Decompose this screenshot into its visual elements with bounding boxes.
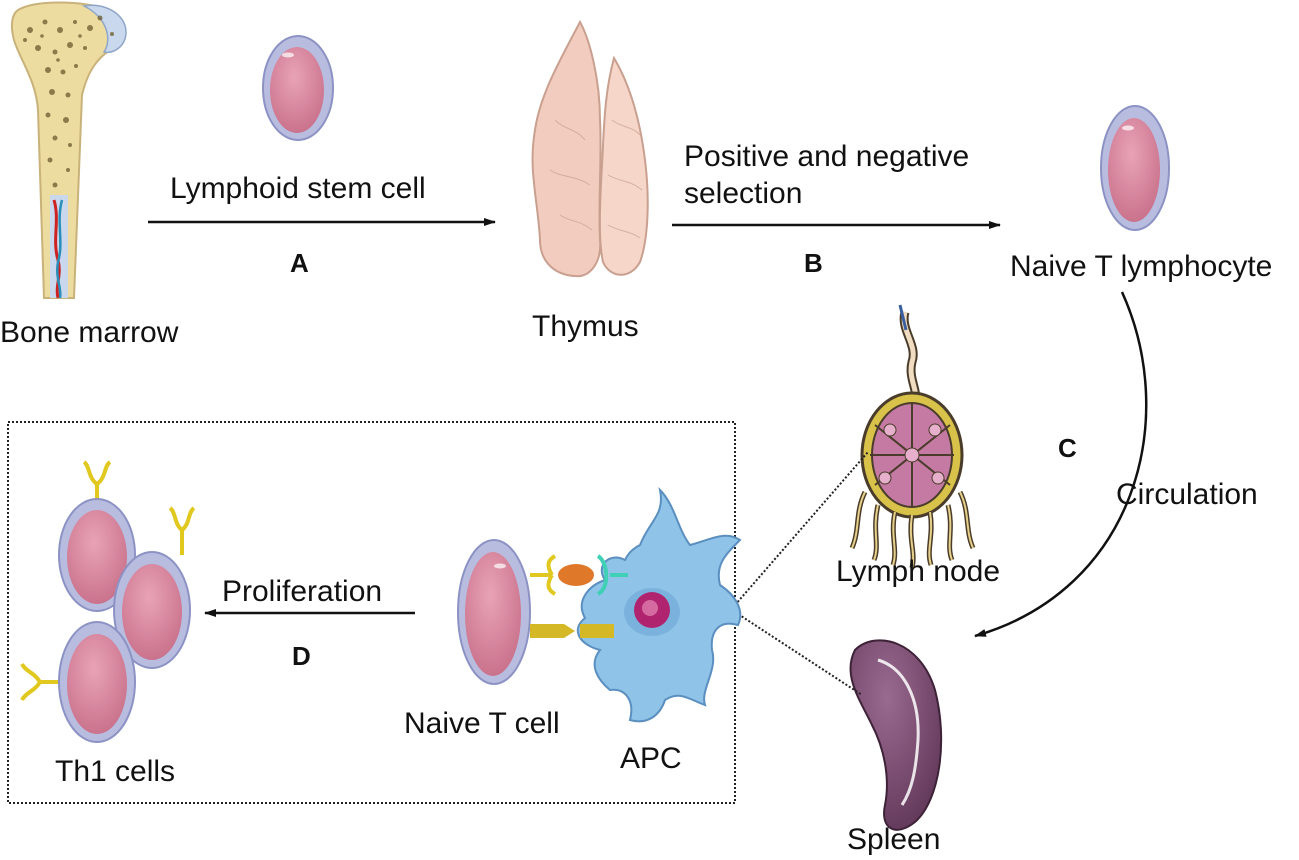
label-apc: APC — [620, 742, 682, 775]
label-lymph-node: Lymph node — [836, 555, 1001, 588]
apc-illustration — [576, 486, 742, 723]
label-circulation: Circulation — [1116, 478, 1258, 511]
label-lymphoid-stem-cell: Lymphoid stem cell — [170, 172, 426, 205]
label-spleen: Spleen — [847, 823, 941, 856]
thymus-illustration — [531, 19, 649, 278]
th1-cells-illustration — [20, 460, 196, 743]
tcr-mhc-complex — [530, 554, 628, 596]
label-thymus: Thymus — [532, 310, 639, 343]
spleen-illustration — [849, 639, 943, 831]
naive-t-cell-illustration — [457, 539, 531, 685]
connector-spleen — [734, 611, 863, 696]
label-selection-line1: Positive and negative — [684, 140, 970, 173]
label-proliferation: Proliferation — [222, 575, 383, 608]
label-selection-line2: selection — [684, 177, 803, 210]
label-bone-marrow: Bone marrow — [0, 316, 179, 349]
step-b: B — [804, 248, 823, 278]
step-a: A — [290, 248, 309, 278]
label-th1-cells: Th1 cells — [55, 755, 176, 788]
arrow-c-circulation — [974, 291, 1148, 638]
label-naive-t-cell: Naive T cell — [404, 707, 560, 740]
naive-t-lymphocyte-illustration — [1100, 105, 1170, 231]
costimulatory-pair — [530, 624, 614, 638]
step-c: C — [1058, 433, 1077, 463]
lymph-node-illustration — [849, 304, 976, 569]
label-naive-t-lymphocyte: Naive T lymphocyte — [1010, 250, 1273, 283]
step-d: D — [292, 641, 311, 671]
connector-lymph-node — [734, 451, 869, 606]
bone-marrow-illustration — [10, 1, 127, 299]
lymphoid-stem-cell-illustration — [262, 35, 334, 141]
